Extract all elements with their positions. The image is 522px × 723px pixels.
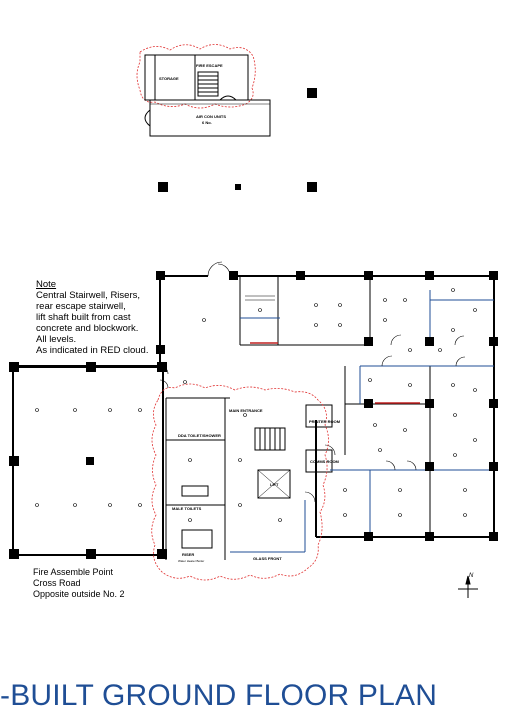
red-cloud-top [136, 44, 256, 109]
note-line: As indicated in RED cloud. [36, 345, 149, 356]
label-glass-front: GLASS FRONT [253, 556, 282, 561]
plan-title: -BUILT GROUND FLOOR PLAN [0, 679, 438, 712]
label-comms: COMMS ROOM [310, 459, 340, 464]
label-main-entrance: MAIN ENTRANCE [229, 408, 263, 413]
note-line: Central Stairwell, Risers, [36, 290, 140, 301]
partitions [230, 290, 494, 553]
label-dda: DDA TOILET/SHOWER [178, 433, 221, 438]
note-line: rear escape stairwell, [36, 301, 126, 312]
label-printer: PRINTER ROOM [309, 419, 341, 424]
structural-red [250, 342, 420, 404]
label-lift: LIFT [270, 482, 279, 487]
note-block: Note Central Stairwell, Risers, rear esc… [36, 279, 148, 356]
label-storage: STORAGE [159, 76, 179, 81]
label-air-con: AIR CON UNITS [196, 114, 226, 119]
assembly-line: Opposite outside No. 2 [33, 589, 125, 599]
north-arrow-icon: N [458, 573, 478, 598]
interior-walls [165, 276, 431, 560]
air-con-enclosure [149, 99, 271, 137]
label-air-con-count: 6 No. [202, 120, 212, 125]
main-building [159, 275, 495, 538]
note-line: concrete and blockwork. [36, 323, 139, 334]
label-riser-note: Water Heater Boiler [178, 559, 204, 563]
light-fixtures [35, 288, 477, 522]
note-line: lift shaft built from cast [36, 312, 131, 323]
assembly-point-block: Fire Assemble Point Cross Road Opposite … [33, 567, 125, 600]
label-fire-escape: FIRE ESCAPE [196, 63, 223, 68]
room-labels: STORAGE FIRE ESCAPE AIR CON UNITS 6 No. … [159, 63, 341, 563]
door-swings [159, 261, 466, 503]
note-line: All levels. [36, 334, 77, 345]
note-title: Note [36, 279, 57, 290]
red-cloud-core [151, 383, 329, 581]
top-annex [136, 44, 271, 137]
label-riser: RISER [182, 552, 194, 557]
assembly-line: Cross Road [33, 578, 81, 588]
assembly-line: Fire Assemble Point [33, 567, 114, 577]
north-label: N [469, 573, 474, 579]
columns [9, 88, 498, 559]
lift-shaft [257, 469, 291, 499]
label-male-toilets: MALE TOILETS [172, 506, 202, 511]
